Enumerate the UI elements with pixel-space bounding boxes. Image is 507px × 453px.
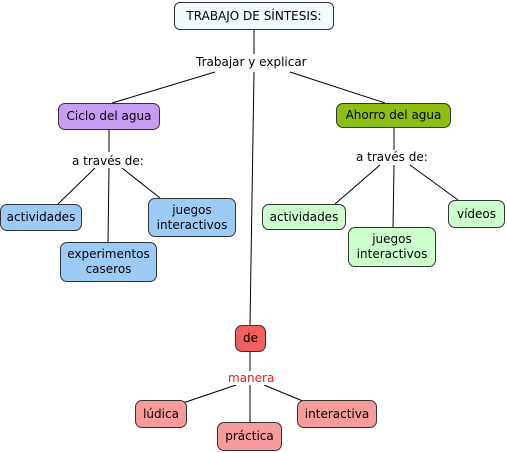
- line-left-link-to-actividades: [57, 167, 96, 205]
- left-experimentos-concept: experimentos caseros: [60, 242, 157, 282]
- ahorro-del-agua-concept: Ahorro del agua: [336, 103, 451, 128]
- right-link-phrase: a través de:: [354, 150, 430, 164]
- line-left-link-to-juegos: [121, 167, 161, 199]
- ludica-concept: lúdica: [135, 400, 187, 428]
- de-concept: de: [235, 325, 266, 352]
- ciclo-del-agua-concept: Ciclo del agua: [58, 103, 160, 130]
- line-right-link-to-juegos: [392, 164, 395, 228]
- practica-concept: práctica: [217, 422, 282, 451]
- left-actividades-concept: actividades: [0, 204, 82, 231]
- left-link-phrase: a través de:: [70, 154, 146, 168]
- root-link-phrase: Trabajar y explicar: [194, 55, 309, 69]
- line-link-to-de: [249, 71, 255, 326]
- line-link-to-ciclo: [111, 71, 216, 104]
- bottom-link-phrase: manera: [226, 371, 277, 385]
- left-juegos-concept: juegos interactivos: [148, 198, 236, 237]
- line-link-to-ahorro: [289, 71, 386, 104]
- line-manera-to-ludica: [179, 384, 237, 405]
- right-actividades-concept: actividades: [262, 204, 346, 230]
- line-left-link-to-experimentos: [107, 167, 110, 243]
- interactiva-concept: interactiva: [297, 400, 377, 428]
- root-concept: TRABAJO DE SÍNTESIS:: [174, 2, 334, 30]
- right-videos-concept: vídeos: [448, 200, 505, 228]
- line-right-link-to-actividades: [334, 164, 381, 205]
- line-right-link-to-videos: [409, 164, 459, 201]
- right-juegos-concept: juegos interactivos: [348, 227, 436, 267]
